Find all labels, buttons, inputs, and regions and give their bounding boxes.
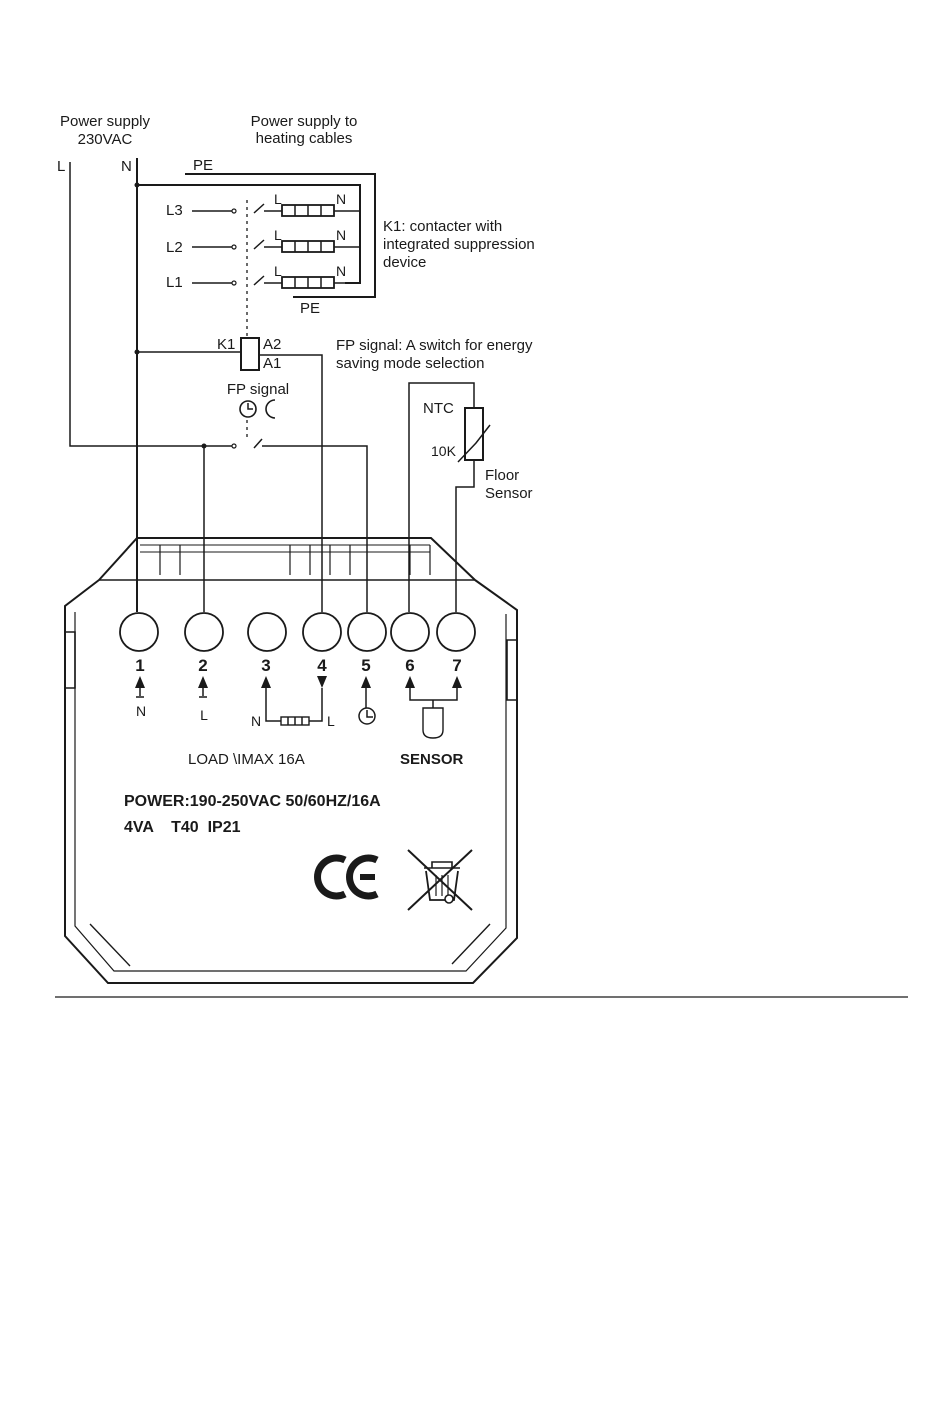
sensor-wire-1 [408, 382, 475, 612]
power-spec-line-1: POWER:190-250VAC 50/60HZ/16A [124, 793, 381, 810]
load-L-label: L [327, 713, 335, 729]
load-rating-label: LOAD \IMAX 16A [188, 751, 305, 768]
terminal-number-1: 1 [135, 656, 144, 675]
heating-supply-label-2: heating cables [256, 130, 353, 147]
power-supply-label-1: Power supply [60, 113, 151, 130]
terminal-number-5: 5 [361, 656, 370, 675]
corner-tab-left [89, 923, 131, 967]
cable-L1-N: N [336, 263, 346, 279]
device-outline [64, 579, 518, 984]
terminal-1-arrow [135, 676, 145, 698]
k1-note-3: device [383, 254, 426, 271]
phase-L1-label: L1 [166, 274, 183, 291]
terminal-number-7: 7 [452, 656, 461, 675]
terminal-number-2: 2 [198, 656, 207, 675]
right-clip [506, 639, 517, 701]
terminal-6[interactable] [390, 612, 430, 652]
terminal-4[interactable] [302, 612, 342, 652]
ntc-value-label: 10K [431, 443, 457, 459]
sensor-probe-icon [405, 676, 462, 739]
load-connection [261, 676, 327, 726]
terminal-3[interactable] [247, 612, 287, 652]
floor-sensor-label-2: Sensor [485, 485, 533, 502]
k1-note-2: integrated suppression [383, 236, 535, 253]
clock-icon [239, 400, 257, 418]
neutral-bus [137, 184, 361, 284]
ce-mark-icon [314, 854, 379, 900]
terminal-number-3: 3 [261, 656, 270, 675]
device-top-lines [140, 544, 430, 553]
cable-L2-L: L [274, 227, 282, 243]
cable-L3-N: N [336, 191, 346, 207]
pe-top-label: PE [193, 157, 213, 174]
terminal-2[interactable] [184, 612, 224, 652]
sensor-label: SENSOR [400, 751, 464, 768]
neutral-bus-taps [345, 210, 360, 248]
phase-L3-label: L3 [166, 202, 183, 219]
power-supply-label-2: 230VAC [78, 131, 133, 148]
terminal-5[interactable] [347, 612, 387, 652]
terminal-number-6: 6 [405, 656, 414, 675]
k1-note-1: K1: contacter with [383, 218, 502, 235]
load-N-label: N [251, 713, 261, 729]
device-top-edge [137, 537, 476, 581]
k1-label: K1 [217, 336, 235, 353]
device-top-ribs [159, 545, 431, 575]
fp-signal-label: FP signal [227, 381, 289, 398]
crossed-bin-icon [407, 849, 473, 911]
floor-sensor-label-1: Floor [485, 467, 519, 484]
left-clip [65, 631, 76, 689]
terminal-1-sub: N [136, 703, 146, 719]
device-inner-outline [74, 612, 507, 972]
a1-label: A1 [263, 355, 281, 372]
pe-bottom-label: PE [300, 300, 320, 317]
live-wire [69, 162, 232, 447]
terminal-number-4: 4 [317, 656, 327, 675]
pe-wire [185, 173, 376, 298]
a2-label: A2 [263, 336, 281, 353]
ntc-arrow [457, 424, 491, 463]
line-N-label: N [121, 158, 132, 175]
fp-note-2: saving mode selection [336, 355, 484, 372]
terminal-7[interactable] [436, 612, 476, 652]
cable-L1-L: L [274, 263, 282, 279]
k1-coil [240, 337, 260, 371]
fp-switch-contact [231, 443, 237, 449]
phase-L1: L1 L N [166, 263, 346, 291]
heating-supply-label-1: Power supply to [251, 113, 358, 130]
corner-tab-right [451, 923, 491, 965]
terminal-5-clock-icon [358, 676, 376, 725]
fp-note-1: FP signal: A switch for energy [336, 337, 533, 354]
power-spec-line-2: 4VA T40 IP21 [124, 819, 241, 836]
sensor-wire-2 [455, 460, 475, 612]
moon-icon [265, 399, 276, 419]
phase-L3: L3 L N [166, 191, 346, 219]
line-L-label: L [57, 158, 65, 175]
terminal-2-sub: L [200, 707, 208, 723]
phase-L2-label: L2 [166, 239, 183, 256]
cable-L2-N: N [336, 227, 346, 243]
phase-L2: L2 L N [166, 227, 346, 256]
device-top-edge-left [98, 537, 138, 581]
coil-a2-wire [259, 354, 323, 612]
fp-switch-wire [253, 438, 368, 612]
terminal-1[interactable] [119, 612, 159, 652]
cable-L3-L: L [274, 191, 282, 207]
terminal-2-arrow [198, 676, 208, 698]
ntc-label: NTC [423, 400, 454, 417]
